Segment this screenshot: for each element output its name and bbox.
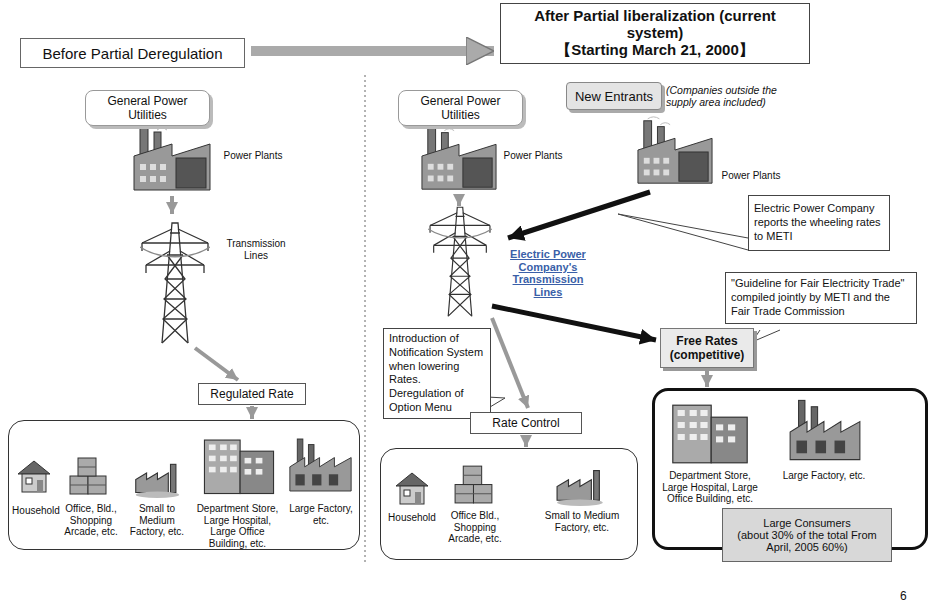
node-text: "Guideline for Fair Electricity Trade" c… [731,277,911,318]
label: Electric Power Company's Transmission Li… [498,248,598,299]
label: Office, Bld., Shopping Arcade, etc. [60,503,122,538]
node-text: General Power Utilities [91,94,204,122]
small-factory-icon [136,464,179,498]
household-icon [18,461,50,492]
transmission-tower [140,223,210,343]
separator [365,75,366,565]
label: 6 [900,590,926,604]
flow-arrow [195,348,238,380]
consumer-group [380,448,638,560]
power-plant [638,117,712,183]
heading-box: Before Partial Deregulation [20,38,245,68]
household-icon [396,473,428,504]
office-icon [455,466,492,503]
department-store-icon [204,440,273,493]
node-text: Regulated Rate [210,387,293,401]
label: Power Plants [218,150,288,162]
node-text: (about 30% of the total From April, 2005… [728,529,886,553]
label: Department Store, Large Hospital, Large … [660,470,760,505]
node-text: 【Starting March 21, 2000】 [556,41,754,60]
label: Small to Medium Factory, etc. [542,510,622,533]
node-text: Electric Power Company reports the wheel… [754,202,884,243]
flow-arrow [705,369,709,387]
label: Large Factory, etc. [782,470,866,482]
label: Small to Medium Factory, etc. [126,503,188,538]
flow-arrow [492,318,528,408]
office-icon [70,458,106,494]
flow-arrow [170,196,174,214]
callout-box: "Guideline for Fair Electricity Trade" c… [725,272,917,324]
label: Household [384,512,440,524]
node-text: General Power Utilities [404,94,517,122]
entrant-box: New Entrants [566,82,662,110]
power-plant [134,122,210,190]
node-text: Free Rates (competitive) [666,334,748,362]
utility-box: General Power Utilities [85,90,210,126]
wheeling-arrow [508,192,650,238]
label: (Companies outside the supply area inclu… [666,84,794,108]
node-text: Before Partial Deregulation [42,45,222,62]
node-text: Large Consumers [763,517,850,529]
flow-arrow [457,194,461,206]
label: Department Store, Large Hospital, Large … [190,503,285,549]
department-store-icon [673,405,747,463]
wheeling-arrow [492,306,656,340]
transition-arrow [251,46,494,56]
rate-box: Rate Control [470,412,582,434]
rate-box: Regulated Rate [198,383,306,405]
label: Power Plants [498,150,568,162]
heading-box: After Partial liberalization (current sy… [500,3,810,64]
flow-arrow [250,406,254,419]
node-text: New Entrants [575,89,653,104]
label: Household [8,505,64,517]
callout-box: Electric Power Company reports the wheel… [748,195,890,251]
callout-box: Introduction of Notification System when… [383,328,491,419]
node-text: Introduction of Notification System when… [389,332,485,415]
callout-tail [752,330,780,342]
label: Power Plants [716,170,786,182]
power-plant [422,123,496,189]
large-factory-icon [290,439,351,491]
small-factory-icon [557,471,603,506]
flow-arrow [524,435,528,447]
rate-box: Free Rates (competitive) [660,328,754,368]
label: Large Factory, etc. [288,503,354,526]
label: Office Bld., Shopping Arcade, etc. [440,510,510,545]
large-factory-icon [790,400,860,459]
transmission-tower [428,207,492,316]
label: Transmission Lines [216,238,296,261]
callout-tail [618,214,748,250]
node-text: After Partial liberalization (current sy… [506,7,804,41]
node-text: Rate Control [492,416,559,430]
share-box: Large Consumers(about 30% of the total F… [722,508,892,562]
utility-box: General Power Utilities [398,90,523,126]
